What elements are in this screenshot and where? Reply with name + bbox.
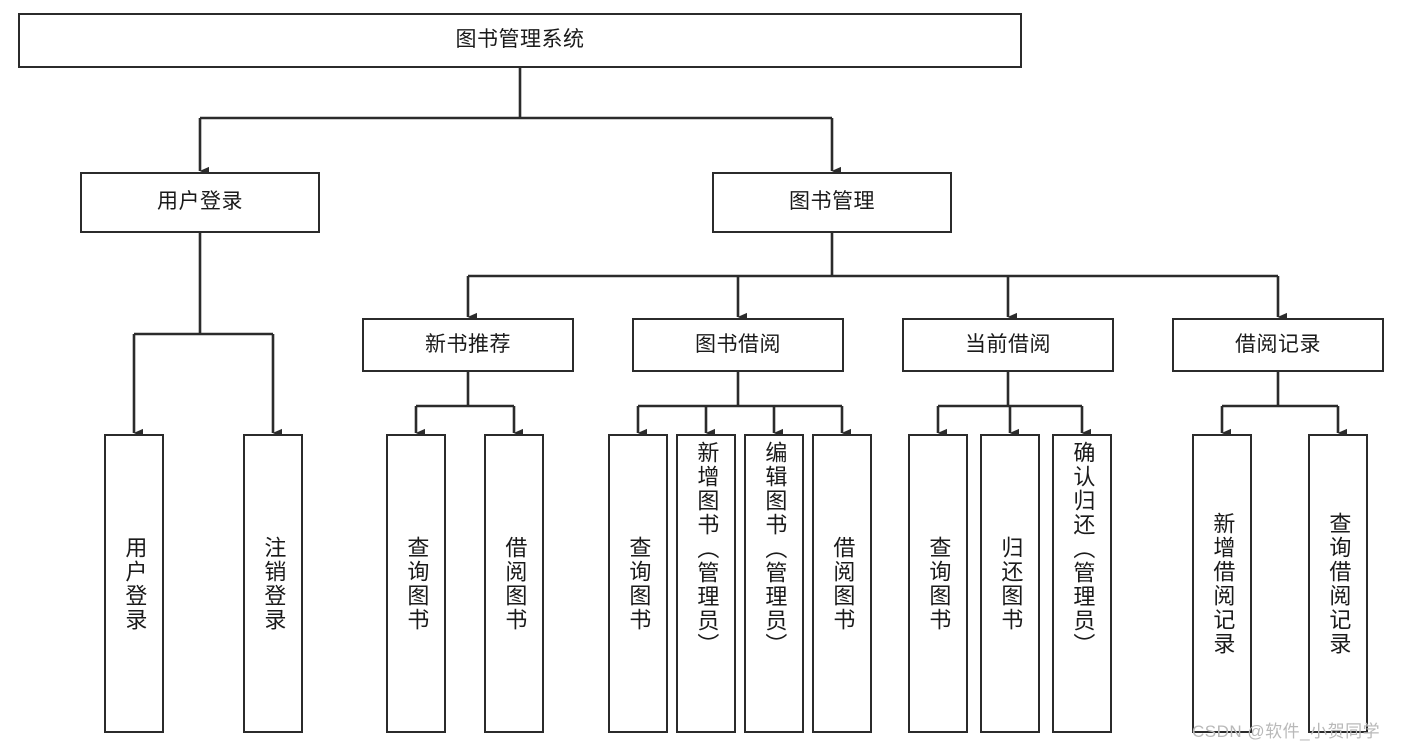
node-root[interactable]: 图书管理系统 bbox=[18, 13, 1022, 68]
node-label: 查询图书 bbox=[404, 535, 430, 632]
node-label: 新增图书（管理员） bbox=[694, 441, 720, 657]
node-label: 确认归还（管理员） bbox=[1070, 441, 1096, 657]
node-leaf-bor-1[interactable]: 查询图书 bbox=[608, 434, 668, 733]
node-leaf-rec-2[interactable]: 查询借阅记录 bbox=[1308, 434, 1368, 733]
node-label: 归还图书 bbox=[998, 535, 1024, 632]
node-label: 注销登录 bbox=[261, 535, 287, 632]
node-records[interactable]: 借阅记录 bbox=[1172, 318, 1384, 372]
node-label: 借阅图书 bbox=[502, 535, 528, 632]
node-leaf-bor-2[interactable]: 新增图书（管理员） bbox=[676, 434, 736, 733]
node-label: 当前借阅 bbox=[965, 332, 1051, 356]
node-current[interactable]: 当前借阅 bbox=[902, 318, 1114, 372]
node-label: 用户登录 bbox=[157, 190, 243, 214]
node-login[interactable]: 用户登录 bbox=[80, 172, 320, 233]
node-label: 借阅图书 bbox=[830, 535, 856, 632]
node-label: 图书管理 bbox=[789, 190, 875, 214]
node-label: 图书借阅 bbox=[695, 332, 781, 356]
node-leaf-cur-3[interactable]: 确认归还（管理员） bbox=[1052, 434, 1112, 733]
node-leaf-new-1[interactable]: 查询图书 bbox=[386, 434, 446, 733]
node-leaf-cur-1[interactable]: 查询图书 bbox=[908, 434, 968, 733]
node-label: 新书推荐 bbox=[425, 332, 511, 356]
node-label: 查询图书 bbox=[926, 535, 952, 632]
csdn-watermark: CSDN @软件_小贺同学 bbox=[1192, 722, 1381, 741]
node-leaf-rec-1[interactable]: 新增借阅记录 bbox=[1192, 434, 1252, 733]
edge-group bbox=[132, 68, 1348, 438]
node-leaf-bor-4[interactable]: 借阅图书 bbox=[812, 434, 872, 733]
node-label: 新增借阅记录 bbox=[1210, 511, 1236, 656]
node-label: 查询借阅记录 bbox=[1326, 511, 1352, 656]
node-bookmgmt[interactable]: 图书管理 bbox=[712, 172, 952, 233]
node-label: 借阅记录 bbox=[1235, 332, 1321, 356]
node-borrow[interactable]: 图书借阅 bbox=[632, 318, 844, 372]
node-label: 图书管理系统 bbox=[455, 28, 585, 52]
node-label: 用户登录 bbox=[122, 535, 148, 632]
node-label: 编辑图书（管理员） bbox=[762, 441, 788, 657]
node-leaf-cur-2[interactable]: 归还图书 bbox=[980, 434, 1040, 733]
node-leaf-login-1[interactable]: 用户登录 bbox=[104, 434, 164, 733]
node-leaf-new-2[interactable]: 借阅图书 bbox=[484, 434, 544, 733]
node-leaf-login-2[interactable]: 注销登录 bbox=[243, 434, 303, 733]
node-leaf-bor-3[interactable]: 编辑图书（管理员） bbox=[744, 434, 804, 733]
node-newbook[interactable]: 新书推荐 bbox=[362, 318, 574, 372]
node-label: 查询图书 bbox=[626, 535, 652, 632]
